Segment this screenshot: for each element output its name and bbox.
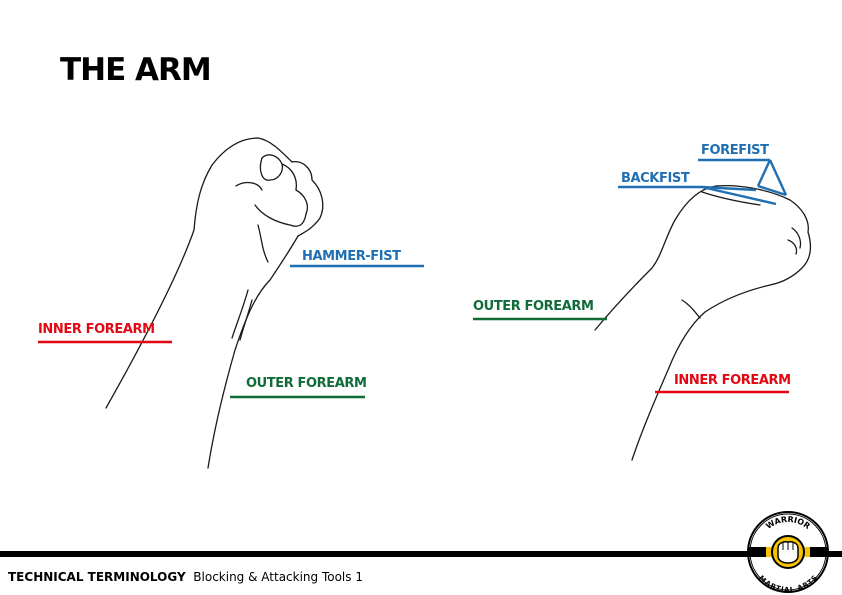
backfist-label: BACKFIST (621, 171, 690, 186)
right-outer-forearm-label: OUTER FOREARM (473, 299, 594, 314)
footer-subtitle: Blocking & Attacking Tools 1 (193, 570, 363, 584)
right-arm-drawing (594, 184, 812, 461)
footer: TECHNICAL TERMINOLOGY Blocking & Attacki… (8, 570, 363, 584)
forefist-connector (757, 184, 787, 197)
footer-divider (0, 551, 842, 557)
page-title: THE ARM (60, 52, 212, 88)
hammer-fist-label: HAMMER-FIST (302, 249, 401, 264)
right-inner-forearm-label: INNER FOREARM (674, 373, 791, 388)
left-inner-forearm-label: INNER FOREARM (38, 322, 155, 337)
footer-section: TECHNICAL TERMINOLOGY (8, 570, 186, 584)
left-arm-drawing (105, 137, 324, 469)
forefist-label: FOREFIST (701, 143, 769, 158)
backfist-pointer-a (701, 185, 757, 192)
forefist-pointer-b (768, 159, 788, 196)
left-outer-forearm-label: OUTER FOREARM (246, 376, 367, 391)
warrior-martial-arts-logo: WARRIOR MARTIAL ARTS (747, 511, 829, 594)
forefist-pointer-a (756, 159, 772, 187)
label-lines (38, 158, 789, 399)
backfist-pointer-b (701, 185, 777, 206)
